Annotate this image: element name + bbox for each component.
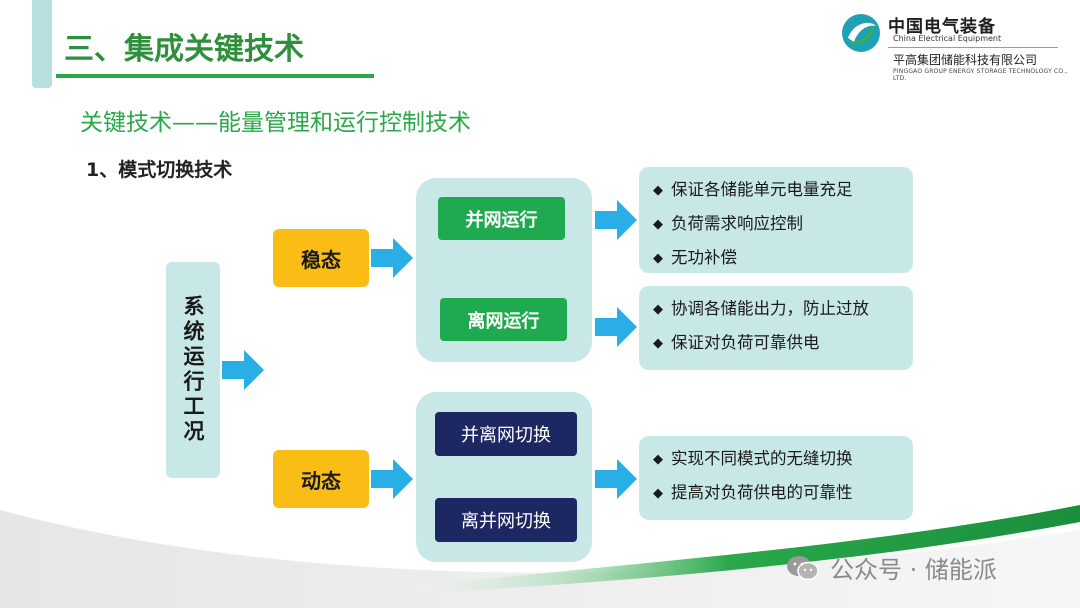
bullet-text: 保证对负荷可靠供电 bbox=[671, 333, 820, 352]
header-accent-bar bbox=[32, 0, 52, 88]
logo-company-en: PINGGAO GROUP ENERGY STORAGE TECHNOLOGY … bbox=[893, 68, 1068, 82]
bullet-text: 保证各储能单元电量充足 bbox=[671, 180, 853, 199]
arrow-right-icon bbox=[371, 459, 413, 499]
bullet-text: 无功补偿 bbox=[671, 248, 737, 267]
section-heading: 1、模式切换技术 bbox=[86, 159, 233, 181]
wechat-icon bbox=[787, 555, 819, 580]
watermark-text: 公众号 · 储能派 bbox=[830, 556, 997, 584]
state-dynamic: 动态 bbox=[273, 450, 369, 508]
logo-name-cn: 中国电气装备 bbox=[888, 17, 996, 37]
bullet-item: ◆ 负荷需求响应控制 bbox=[653, 208, 899, 242]
company-logo-icon bbox=[842, 14, 880, 52]
bullet-item: ◆ 保证对负荷可靠供电 bbox=[653, 327, 899, 361]
bullet-text: 提高对负荷供电的可靠性 bbox=[671, 483, 853, 502]
decorative-swoosh bbox=[0, 505, 1080, 608]
arrow-right-icon bbox=[222, 350, 264, 390]
logo-name-en: China Electrical Equipment bbox=[893, 34, 1002, 43]
mode-grid-connected: 并网运行 bbox=[438, 197, 565, 240]
bullet-text: 实现不同模式的无缝切换 bbox=[671, 449, 853, 468]
desc-grid-connected: ◆ 保证各储能单元电量充足 ◆ 负荷需求响应控制 ◆ 无功补偿 bbox=[639, 167, 913, 273]
bullet-item: ◆ 协调各储能出力，防止过放 bbox=[653, 293, 899, 327]
root-node: 系统运行工况 bbox=[166, 262, 220, 478]
desc-off-grid: ◆ 协调各储能出力，防止过放 ◆ 保证对负荷可靠供电 bbox=[639, 286, 913, 370]
page-title: 三、集成关键技术 bbox=[64, 32, 304, 67]
diamond-bullet-icon: ◆ bbox=[653, 217, 663, 232]
diamond-bullet-icon: ◆ bbox=[653, 183, 663, 198]
bullet-item: ◆ 提高对负荷供电的可靠性 bbox=[653, 477, 899, 511]
watermark: 公众号 · 储能派 bbox=[786, 550, 997, 585]
bullet-item: ◆ 实现不同模式的无缝切换 bbox=[653, 443, 899, 477]
diamond-bullet-icon: ◆ bbox=[653, 251, 663, 266]
arrow-right-icon bbox=[595, 459, 637, 499]
bullet-item: ◆ 无功补偿 bbox=[653, 242, 899, 276]
mode-off-to-grid-switch: 离并网切换 bbox=[435, 498, 577, 542]
logo-company-cn: 平高集团储能科技有限公司 bbox=[893, 53, 1038, 67]
subtitle: 关键技术——能量管理和运行控制技术 bbox=[80, 110, 471, 136]
mode-off-grid: 离网运行 bbox=[440, 298, 567, 341]
arrow-right-icon bbox=[371, 238, 413, 278]
arrow-right-icon bbox=[595, 200, 637, 240]
diamond-bullet-icon: ◆ bbox=[653, 452, 663, 467]
diamond-bullet-icon: ◆ bbox=[653, 336, 663, 351]
bullet-text: 协调各储能出力，防止过放 bbox=[671, 299, 869, 318]
arrow-right-icon bbox=[595, 307, 637, 347]
logo-divider bbox=[888, 47, 1058, 48]
bullet-item: ◆ 保证各储能单元电量充足 bbox=[653, 174, 899, 208]
diamond-bullet-icon: ◆ bbox=[653, 486, 663, 501]
state-steady: 稳态 bbox=[273, 229, 369, 287]
diamond-bullet-icon: ◆ bbox=[653, 302, 663, 317]
mode-grid-to-off-switch: 并离网切换 bbox=[435, 412, 577, 456]
desc-switching: ◆ 实现不同模式的无缝切换 ◆ 提高对负荷供电的可靠性 bbox=[639, 436, 913, 520]
title-underline bbox=[56, 74, 374, 78]
bullet-text: 负荷需求响应控制 bbox=[671, 214, 803, 233]
